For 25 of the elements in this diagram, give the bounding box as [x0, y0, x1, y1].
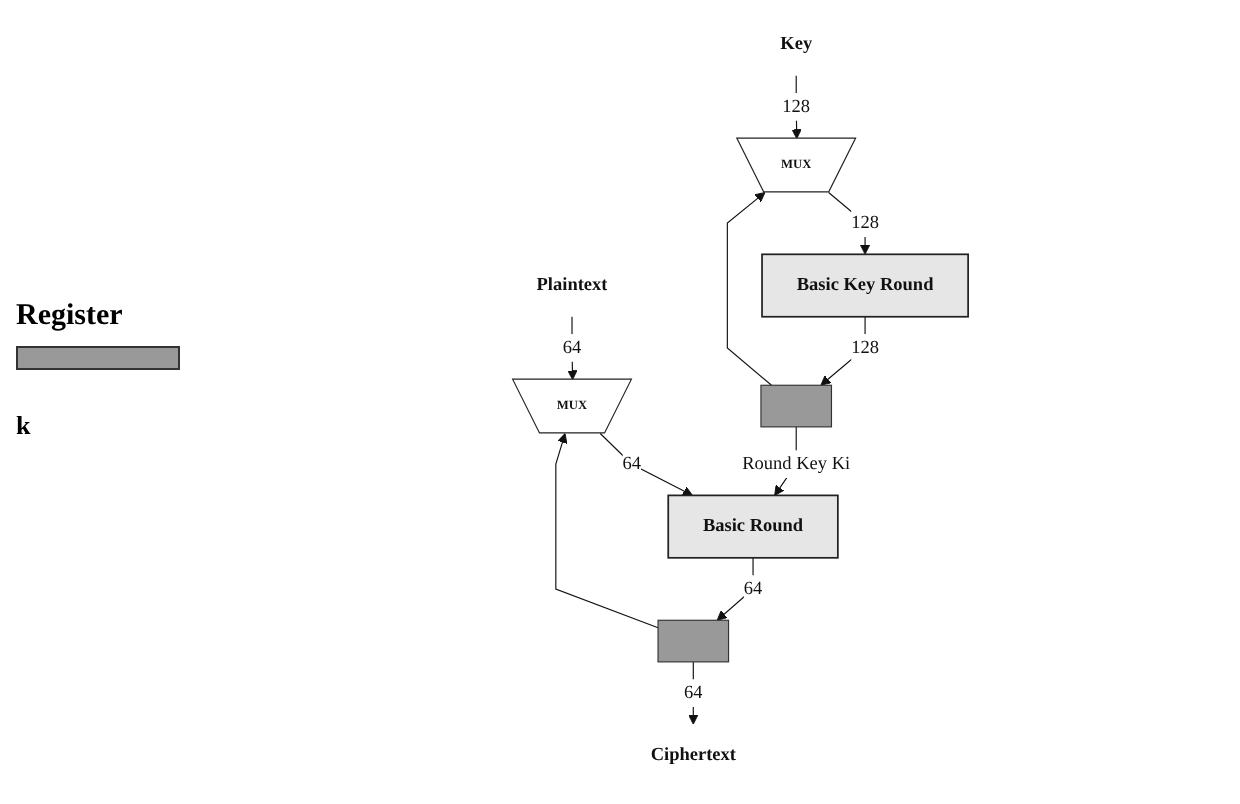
node-text: Key: [780, 34, 813, 54]
arrow: [820, 316, 866, 386]
arrow: [726, 192, 773, 386]
arrow: [555, 433, 659, 629]
edge-label: 64: [743, 578, 763, 599]
legend-text: Register: [16, 300, 125, 334]
node-box: Basic Key Round: [761, 253, 969, 318]
node-bar: [657, 619, 730, 663]
edge-label: 64: [562, 337, 582, 358]
arrow: [567, 316, 578, 381]
edge-label: 128: [782, 96, 811, 117]
arrow: [599, 432, 693, 496]
edge-label: 128: [851, 212, 879, 233]
edge-label: Round Key Ki: [742, 453, 851, 474]
arrow: [688, 661, 699, 725]
edge-label: 64: [684, 682, 703, 703]
node-text: Plaintext: [536, 275, 608, 295]
arrow: [716, 557, 754, 621]
arrow: [828, 191, 871, 255]
node-bar: [760, 384, 833, 428]
bus-width-label: k: [16, 410, 33, 442]
node-text: Ciphertext: [650, 745, 736, 765]
edge-label: 128: [851, 337, 879, 358]
edge-label: 64: [622, 453, 642, 474]
node-box: Basic Round: [667, 494, 839, 559]
